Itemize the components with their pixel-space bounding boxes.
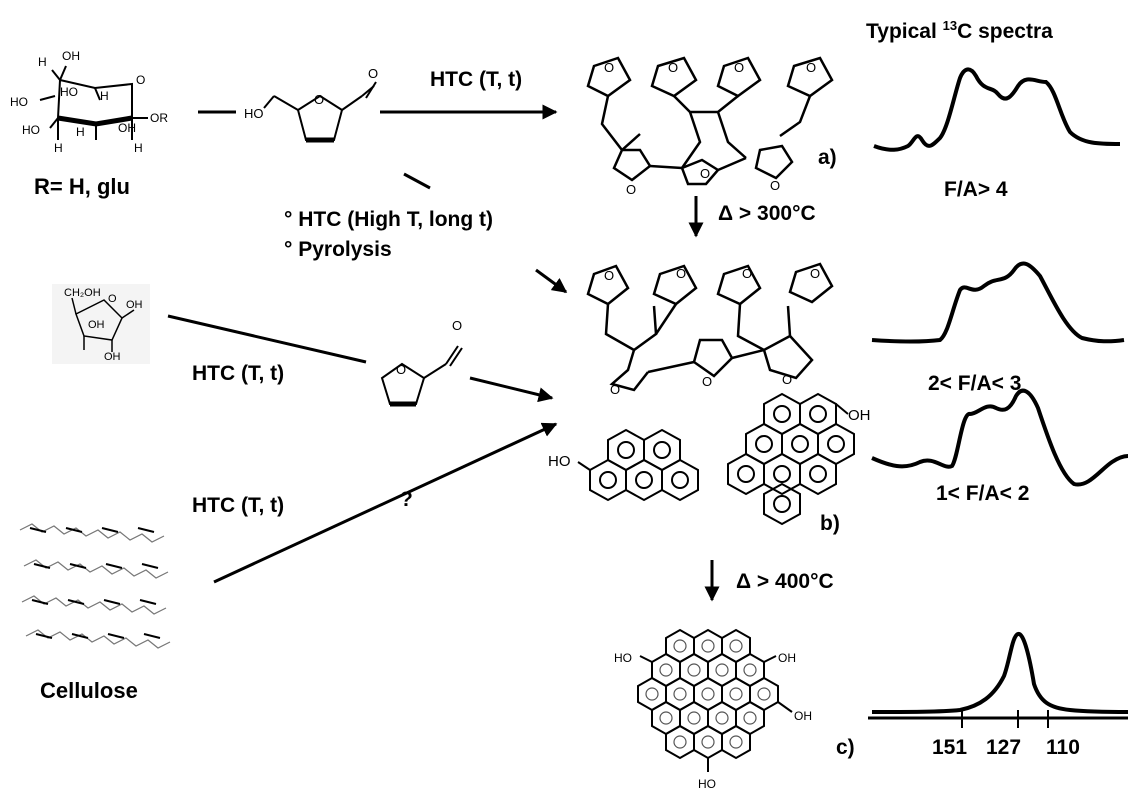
b-o-4: O bbox=[810, 266, 820, 281]
label-htc-harsh: ° HTC (High T, long t) bbox=[284, 208, 493, 231]
atom-h-3: H bbox=[76, 125, 85, 139]
spectrum-c bbox=[871, 632, 1128, 714]
atom-oh: OH bbox=[62, 49, 80, 63]
structure-b-atoms: O O O O O O O bbox=[604, 266, 820, 397]
sheet-ho-left: HO bbox=[614, 651, 632, 665]
label-a: a) bbox=[818, 146, 837, 169]
ratio-a: F/A> 4 bbox=[944, 178, 1008, 201]
a-o-4: O bbox=[806, 60, 816, 75]
tick-label-127: 127 bbox=[986, 736, 1021, 759]
fructose-ch2oh: CH₂OH bbox=[64, 287, 101, 299]
carbon-sheet-atoms: HO OH OH HO bbox=[614, 651, 812, 791]
cellulose-label: Cellulose bbox=[40, 678, 138, 703]
sheet-oh-right: OH bbox=[794, 709, 812, 723]
hmf-carbonyl-o: O bbox=[368, 66, 378, 81]
label-htc-top: HTC (T, t) bbox=[430, 68, 522, 91]
b-o-3: O bbox=[742, 266, 752, 281]
atom-h-5: H bbox=[134, 141, 143, 155]
label-htc-bottom: HTC (T, t) bbox=[192, 494, 284, 517]
structure-a bbox=[586, 56, 834, 186]
glucoside-atoms: H OH HO HO H O HO H OH OR H H bbox=[10, 49, 168, 155]
spectra-title: Typical 13C spectra bbox=[866, 18, 1053, 43]
sheet-ho-bottom: HO bbox=[698, 777, 716, 791]
aromatic-cluster-small bbox=[577, 428, 699, 502]
furfural-o: O bbox=[396, 362, 406, 377]
cellulose-structure bbox=[19, 523, 171, 649]
arrow-harsh bbox=[535, 268, 568, 294]
hmf-ho: HO bbox=[244, 106, 264, 121]
b-o-7: O bbox=[782, 372, 792, 387]
atom-ho: HO bbox=[10, 95, 28, 109]
label-b: b) bbox=[820, 512, 840, 535]
spectrum-b2 bbox=[871, 388, 1128, 487]
carbon-sheet-structure bbox=[637, 628, 793, 772]
spectrum-a bbox=[873, 67, 1121, 152]
a-o-7: O bbox=[770, 178, 780, 193]
fructose-oh-1: OH bbox=[126, 299, 143, 311]
a-o-3: O bbox=[734, 60, 744, 75]
label-400: Δ > 400°C bbox=[736, 570, 834, 593]
b-o-5: O bbox=[610, 382, 620, 397]
b-o-1: O bbox=[604, 268, 614, 283]
furfural-carbonyl-o: O bbox=[452, 318, 462, 333]
line-fructose bbox=[167, 314, 367, 364]
atom-ho-2: HO bbox=[60, 85, 78, 99]
atom-h-4: H bbox=[54, 141, 63, 155]
atom-o: O bbox=[136, 73, 145, 87]
label-htc-middle: HTC (T, t) bbox=[192, 362, 284, 385]
small-cluster-ho: HO bbox=[548, 453, 571, 470]
sheet-oh-top: OH bbox=[778, 651, 796, 665]
structure-b-furanic bbox=[586, 262, 834, 392]
furfural-structure bbox=[380, 345, 463, 407]
a-o-1: O bbox=[604, 60, 614, 75]
glucoside-label: R= H, glu bbox=[34, 174, 130, 199]
cellulose-bonds bbox=[29, 527, 161, 639]
label-300: Δ > 300°C bbox=[718, 202, 816, 225]
a-o-2: O bbox=[668, 60, 678, 75]
fructose-atoms: CH₂OH O OH OH OH bbox=[64, 287, 143, 363]
b-o-6: O bbox=[702, 374, 712, 389]
spectrum-b1 bbox=[871, 261, 1125, 344]
tick-label-110: 110 bbox=[1046, 736, 1080, 759]
fructose-oh-2: OH bbox=[88, 319, 105, 331]
hmf-structure bbox=[263, 81, 377, 143]
aromatic-cluster-large bbox=[727, 392, 855, 526]
a-o-6: O bbox=[700, 166, 710, 181]
a-o-5: O bbox=[626, 182, 636, 197]
hmf-ring-o: O bbox=[314, 92, 324, 107]
arrow-cellulose bbox=[213, 422, 558, 584]
atom-h: H bbox=[38, 55, 47, 69]
fructose-structure bbox=[71, 297, 135, 352]
ratio-b2: 1< F/A< 2 bbox=[936, 482, 1029, 505]
atom-ho-3: HO bbox=[22, 123, 40, 137]
fructose-oh-3: OH bbox=[104, 351, 121, 363]
atom-or: OR bbox=[150, 111, 168, 125]
line-harsh-start bbox=[403, 172, 431, 190]
fructose-o: O bbox=[108, 293, 117, 305]
tick-label-151: 151 bbox=[932, 736, 967, 759]
label-pyrolysis: ° Pyrolysis bbox=[284, 238, 392, 261]
structure-a-atoms: O O O O O O O bbox=[604, 60, 816, 197]
label-c: c) bbox=[836, 736, 855, 759]
atom-h-2: H bbox=[100, 89, 109, 103]
glucoside-structure bbox=[39, 65, 148, 140]
b-o-2: O bbox=[676, 266, 686, 281]
ratio-b1: 2< F/A< 3 bbox=[928, 372, 1021, 395]
fructose-panel bbox=[52, 284, 150, 364]
large-cluster-oh: OH bbox=[848, 407, 871, 424]
label-unknown: ? bbox=[400, 488, 413, 511]
atom-oh-2: OH bbox=[118, 121, 136, 135]
arrow-furfural bbox=[469, 376, 554, 403]
